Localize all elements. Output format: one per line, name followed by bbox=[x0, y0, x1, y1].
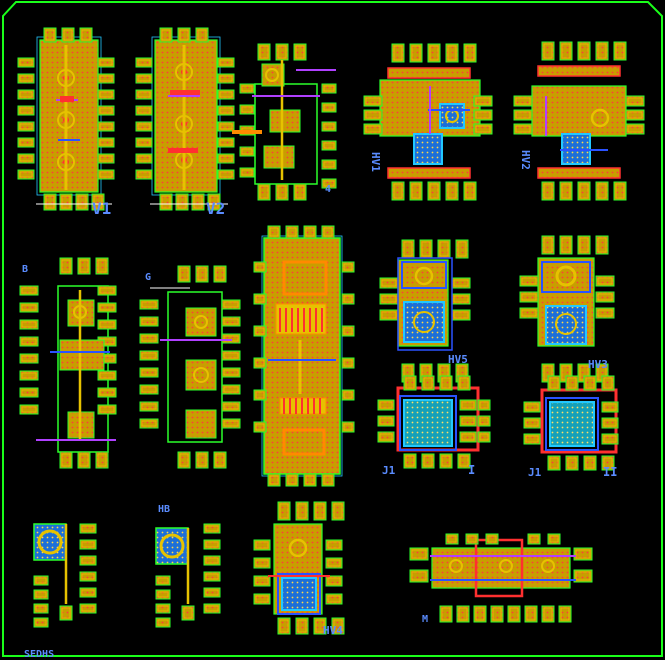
label-tag-b: B bbox=[22, 264, 28, 275]
label-tag-g: G bbox=[145, 272, 151, 283]
cell-hv3 bbox=[519, 235, 615, 383]
label-j1-right: J1 bbox=[528, 466, 542, 479]
cell-v1 bbox=[17, 27, 115, 211]
label-roman-left: I bbox=[468, 463, 475, 477]
cell-hv2 bbox=[513, 41, 645, 201]
label-tag-m: M bbox=[422, 614, 428, 625]
cell-v2 bbox=[135, 27, 235, 211]
label-j1-left: J1 bbox=[382, 464, 396, 477]
label-hv5: HV5 bbox=[448, 353, 468, 366]
label-hv1: HV1 bbox=[369, 152, 382, 172]
label-corner: SEDHS bbox=[24, 649, 54, 660]
cell-j1-right bbox=[523, 375, 619, 471]
cell-hv5 bbox=[379, 239, 471, 383]
label-roman-right: II bbox=[603, 465, 617, 479]
cell-g bbox=[139, 265, 241, 469]
label-v1: V1 bbox=[92, 199, 111, 218]
layout-labels: V1 V2 4 HV1 HV2 HV5 HV3 HV4 B G HB M J1 … bbox=[22, 150, 617, 660]
label-hv2: HV2 bbox=[519, 150, 532, 170]
cell-center bbox=[253, 225, 355, 487]
cell-bottom-left bbox=[33, 523, 97, 628]
cell-hb bbox=[155, 523, 221, 628]
layout-cells bbox=[17, 27, 645, 635]
cell-j1-left bbox=[377, 375, 491, 469]
label-tag-hb: HB bbox=[158, 504, 170, 515]
cell-bottom-right bbox=[409, 533, 593, 623]
cell-b bbox=[19, 257, 117, 469]
label-small-4: 4 bbox=[325, 184, 331, 195]
cell-hv4 bbox=[253, 501, 345, 635]
cell-hv1 bbox=[363, 43, 493, 201]
label-hv3: HV3 bbox=[588, 358, 608, 371]
cell-4 bbox=[232, 43, 337, 201]
label-v2: V2 bbox=[206, 199, 225, 218]
label-hv4: HV4 bbox=[323, 624, 343, 637]
